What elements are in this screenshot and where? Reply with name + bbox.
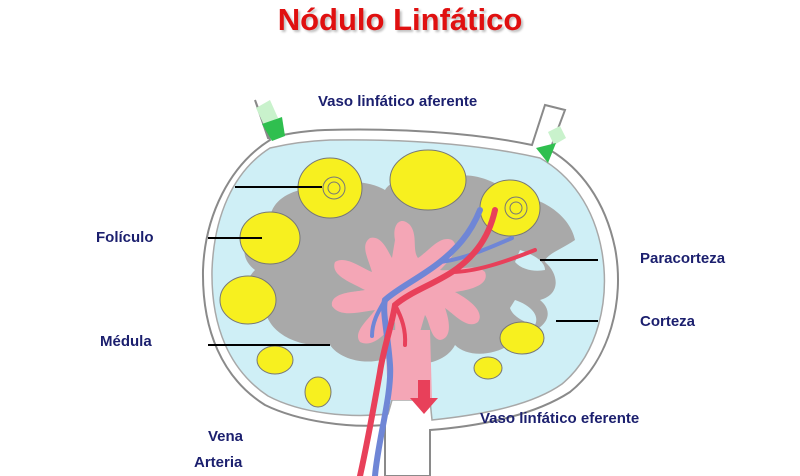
label-afferent: Vaso linfático aferente	[318, 93, 478, 110]
afferent-arrow-right	[536, 126, 566, 163]
leader-lines	[208, 186, 598, 346]
follicle	[304, 376, 332, 408]
label-efferent: Vaso linfático eferente	[480, 410, 640, 427]
artery	[450, 248, 537, 274]
label-follicle: Folículo	[96, 229, 154, 246]
follicle	[473, 356, 503, 380]
blood-vessels	[357, 207, 537, 476]
label-medulla: Médula	[100, 333, 152, 350]
artery	[393, 303, 408, 347]
label-cortex: Corteza	[640, 313, 696, 330]
vein	[370, 298, 387, 338]
page-title: Nódulo Linfático	[277, 2, 523, 37]
follicle	[389, 149, 467, 211]
label-artery: Arteria	[194, 454, 243, 471]
follicles	[219, 149, 545, 408]
afferent-arrow-left	[256, 100, 285, 141]
follicle	[499, 321, 545, 355]
follicle	[256, 345, 294, 375]
efferent-arrow	[410, 380, 438, 414]
label-paracortex: Paracorteza	[640, 250, 726, 267]
cortex-notch	[510, 300, 537, 325]
follicle	[219, 275, 277, 325]
label-vein: Vena	[208, 428, 244, 445]
